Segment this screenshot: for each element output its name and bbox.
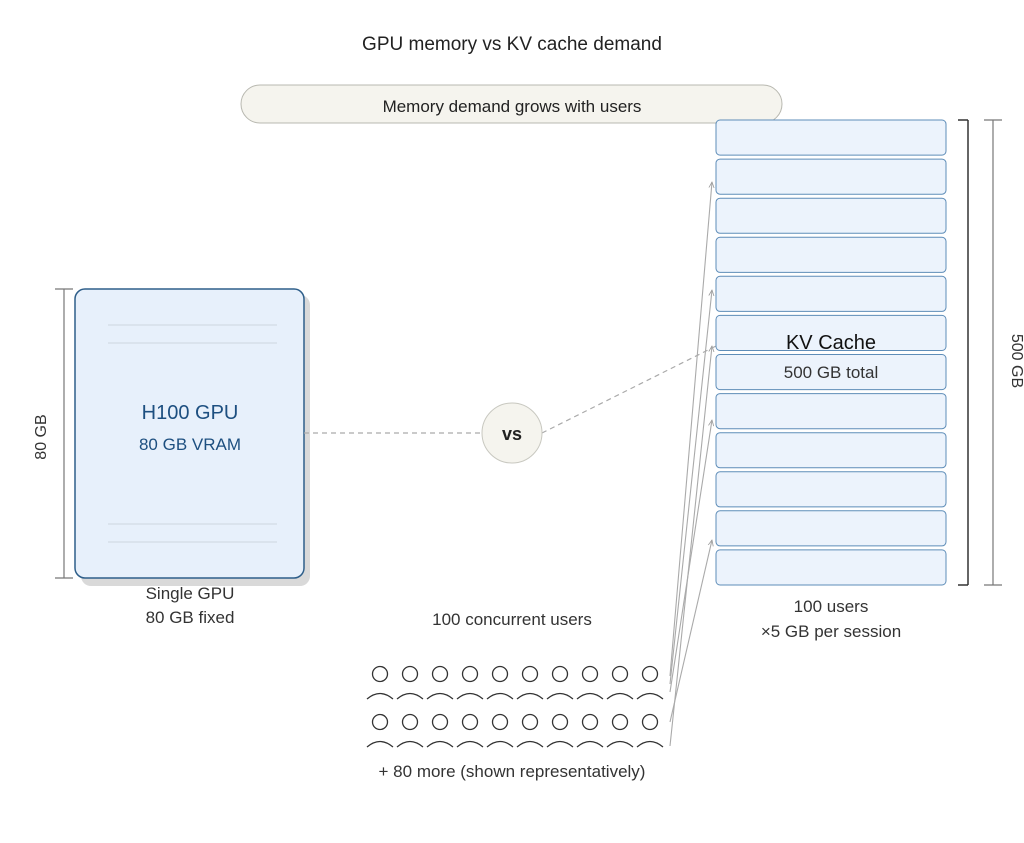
user-icon xyxy=(606,713,634,748)
user-icon xyxy=(636,665,664,700)
user-icon xyxy=(516,713,544,748)
gpu-dimension-label: 80 GB xyxy=(33,414,50,459)
demand-banner: Memory demand grows with users xyxy=(240,84,783,124)
user-icon xyxy=(546,665,574,700)
user-arrow xyxy=(669,420,712,693)
kv-cache-block xyxy=(715,158,947,195)
kv-cache-total: 500 GB total xyxy=(784,363,879,382)
gpu-caption-line2: 80 GB fixed xyxy=(146,608,235,627)
user-icon xyxy=(486,665,514,700)
users-more-note: + 80 more (shown representatively) xyxy=(379,762,646,781)
kv-cache-block xyxy=(715,275,947,312)
vs-badge: vs xyxy=(481,402,543,464)
user-icon xyxy=(486,713,514,748)
user-icon xyxy=(576,665,604,700)
user-icon xyxy=(366,713,394,748)
vs-text: vs xyxy=(502,424,522,444)
user-icon xyxy=(606,665,634,700)
kv-cache-block xyxy=(715,471,947,508)
user-icon xyxy=(516,665,544,700)
kv-cache-block xyxy=(715,393,947,430)
user-icon xyxy=(396,713,424,748)
kv-cache-stack xyxy=(715,119,947,586)
user-to-cache-arrows xyxy=(669,182,712,747)
user-icon xyxy=(576,713,604,748)
vs-to-cache-connector xyxy=(541,345,717,434)
user-icon xyxy=(456,713,484,748)
kv-caption-line1: 100 users xyxy=(794,597,869,616)
gpu-dimension-bracket: 80 GB xyxy=(33,288,73,579)
user-arrow xyxy=(669,290,712,685)
user-arrow xyxy=(669,540,712,723)
kv-cache-block xyxy=(715,354,947,391)
kv-dimension-label: 500 GB xyxy=(1008,334,1024,388)
kv-inner-bracket xyxy=(958,119,969,586)
users-label: 100 concurrent users xyxy=(432,610,592,629)
kv-cache-block xyxy=(715,549,947,586)
user-arrow xyxy=(669,346,712,747)
kv-cache-block xyxy=(715,197,947,234)
diagram-title: GPU memory vs KV cache demand xyxy=(362,34,662,55)
kv-cache-block xyxy=(715,314,947,351)
user-icon xyxy=(426,665,454,700)
kv-cache-block xyxy=(715,510,947,547)
user-icon-grid xyxy=(366,665,664,748)
user-icon xyxy=(366,665,394,700)
kv-cache-block xyxy=(715,236,947,273)
user-icon xyxy=(396,665,424,700)
kv-cache-name: KV Cache xyxy=(786,332,876,354)
gpu-vram: 80 GB VRAM xyxy=(139,435,241,454)
kv-cache-block xyxy=(715,432,947,469)
gpu-card-body xyxy=(74,288,305,579)
user-icon xyxy=(456,665,484,700)
user-arrow xyxy=(669,182,712,677)
user-icon xyxy=(636,713,664,748)
gpu-card: H100 GPU 80 GB VRAM xyxy=(74,288,310,586)
kv-caption-line2: ×5 GB per session xyxy=(761,622,901,641)
user-icon xyxy=(426,713,454,748)
gpu-name: H100 GPU xyxy=(142,402,239,424)
banner-text: Memory demand grows with users xyxy=(383,97,642,116)
kv-dimension-bracket: 500 GB xyxy=(984,119,1024,586)
user-icon xyxy=(546,713,574,748)
gpu-caption-line1: Single GPU xyxy=(146,584,235,603)
kv-cache-block xyxy=(715,119,947,156)
